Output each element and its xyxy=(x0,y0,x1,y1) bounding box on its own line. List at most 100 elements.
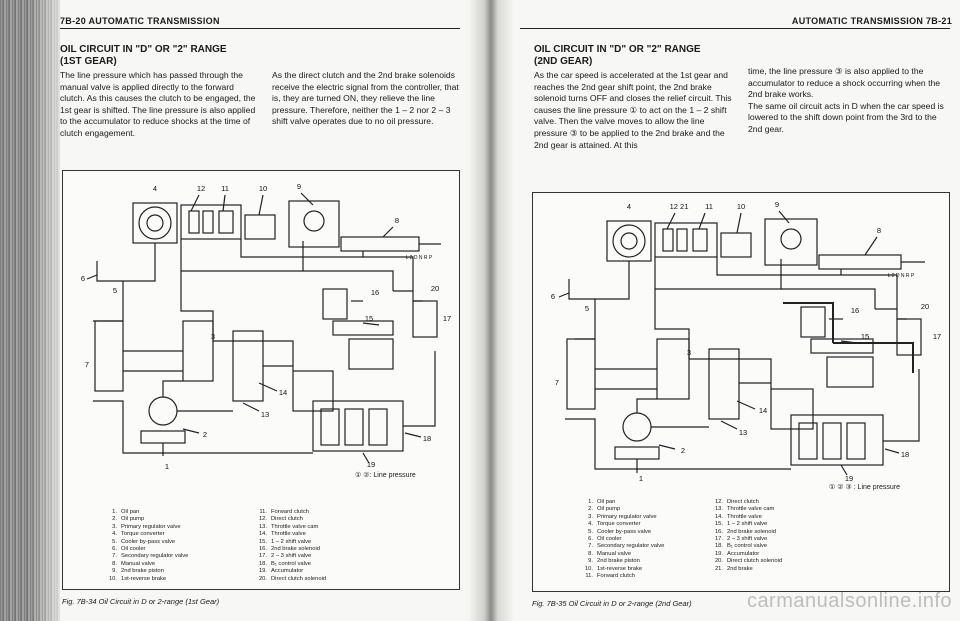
legend-item: 20.Direct clutch solenoid xyxy=(714,558,783,565)
hydraulic-diagram-figure: 4 12 21 11 10 9 8 6 5 1 16 20 15 17 3 7 … xyxy=(532,192,950,592)
legend-item: 15.1 – 2 shift valve xyxy=(258,538,312,545)
diagram-callouts: 4 12 10 9 11 8 6 5 1 16 20 15 17 3 7 14 xyxy=(81,182,451,471)
legend-item: 5.Cooler by-pass valve xyxy=(112,538,176,545)
svg-text:2: 2 xyxy=(681,446,685,455)
svg-text:16: 16 xyxy=(851,306,859,315)
legend-item: 8.Manual valve xyxy=(588,550,632,557)
legend-item: 9.2nd brake piston xyxy=(112,568,164,575)
legend-item: 18.B₁ control valve xyxy=(714,543,767,550)
legend-item: 11.Forward clutch xyxy=(585,573,636,580)
right-page: AUTOMATIC TRANSMISSION 7B-21 OIL CIRCUIT… xyxy=(512,0,952,621)
svg-text:12: 12 xyxy=(197,184,205,193)
legend-item: 12.Direct clutch xyxy=(258,516,303,523)
legend-item: 8.Manual valve xyxy=(112,560,156,567)
legend-item: 2.Oil pump xyxy=(588,506,621,513)
section-title: OIL CIRCUIT IN "D" OR "2" RANGE (1ST GEA… xyxy=(60,44,227,67)
svg-text:15: 15 xyxy=(861,332,869,341)
legend-item: 16.2nd brake solenoid xyxy=(714,528,776,535)
svg-text:15: 15 xyxy=(365,314,373,323)
oil-circuit-diagram: 4 12 21 11 10 9 8 6 5 1 16 20 15 17 3 7 … xyxy=(551,200,941,483)
legend-item: 3.Primary regulator valve xyxy=(112,523,181,530)
legend-item: 6.Oil cooler xyxy=(112,546,146,553)
svg-text:19: 19 xyxy=(367,460,375,469)
legend-item: 4.Torque converter xyxy=(588,521,641,528)
svg-text:6: 6 xyxy=(551,292,555,301)
svg-text:20: 20 xyxy=(921,302,929,311)
svg-text:5: 5 xyxy=(585,304,589,313)
left-page: 7B-20 AUTOMATIC TRANSMISSION OIL CIRCUIT… xyxy=(60,0,470,621)
diagram-callouts: 4 12 21 11 10 9 8 6 5 1 16 20 15 17 3 7 … xyxy=(551,200,941,483)
legend-item: 13.Throttle valve cam xyxy=(258,523,319,530)
paragraph-col1: As the car speed is accelerated at the 1… xyxy=(534,70,732,150)
svg-text:13: 13 xyxy=(739,428,747,437)
svg-text:5: 5 xyxy=(113,286,117,295)
figure-caption: Fig. 7B-35 Oil Circuit in D or 2-range (… xyxy=(532,599,692,608)
legend-item: 10.1st-reverse brake xyxy=(584,565,643,572)
legend-item: 6.Oil cooler xyxy=(588,536,622,543)
legend-item: 13.Throttle valve cam xyxy=(714,506,775,513)
svg-text:13: 13 xyxy=(261,410,269,419)
legend-item: 14.Throttle valve xyxy=(258,531,306,538)
legend-item: 1.Oil pan xyxy=(112,509,140,515)
svg-text:11: 11 xyxy=(705,202,713,211)
running-head: 7B-20 AUTOMATIC TRANSMISSION xyxy=(60,16,220,26)
svg-text:9: 9 xyxy=(297,182,301,191)
legend-item: 7.Secondary regulator valve xyxy=(112,553,189,560)
legend-item: 17.2 – 3 shift valve xyxy=(258,553,312,560)
header-rule xyxy=(520,28,950,29)
line-pressure-note: ① ② ③ : Line pressure xyxy=(829,484,900,491)
oil-circuit-diagram: 4 12 10 9 11 8 6 5 1 16 20 15 17 3 7 14 xyxy=(81,182,451,471)
legend-item: 12.Direct clutch xyxy=(714,499,759,505)
page-gutter xyxy=(468,0,514,621)
svg-text:L 2 D N R P: L 2 D N R P xyxy=(888,273,915,279)
svg-text:3: 3 xyxy=(687,348,691,357)
svg-text:4: 4 xyxy=(627,202,631,211)
svg-text:10: 10 xyxy=(737,202,745,211)
legend-item: 16.2nd brake solenoid xyxy=(258,546,320,553)
legend-item: 1.Oil pan xyxy=(588,499,616,505)
legend-item: 11.Forward clutch xyxy=(259,509,310,515)
legend-item: 17.2 – 3 shift valve xyxy=(714,536,768,543)
legend-item: 21.2nd brake xyxy=(714,565,753,572)
svg-text:6: 6 xyxy=(81,274,85,283)
svg-text:9: 9 xyxy=(775,200,779,209)
paragraph-col2: time, the line pressure ③ is also applie… xyxy=(748,66,944,134)
svg-text:17: 17 xyxy=(933,332,941,341)
svg-text:11: 11 xyxy=(221,184,229,193)
legend-item: 14.Throttle valve xyxy=(714,513,762,520)
svg-text:7: 7 xyxy=(85,360,89,369)
legend-item: 5.Cooler by-pass valve xyxy=(588,528,652,535)
svg-text:1: 1 xyxy=(639,474,643,483)
svg-text:1: 1 xyxy=(165,462,169,471)
paragraph-col2: As the direct clutch and the 2nd brake s… xyxy=(272,70,459,127)
svg-text:14: 14 xyxy=(759,406,767,415)
legend-item: 19.Accumulator xyxy=(258,568,304,575)
svg-text:19: 19 xyxy=(845,474,853,483)
svg-text:3: 3 xyxy=(211,332,215,341)
svg-text:7: 7 xyxy=(555,378,559,387)
legend-item: 20.Direct clutch solenoid xyxy=(258,575,327,582)
legend-item: 18.B₁ control valve xyxy=(258,560,311,567)
legend-item: 15.1 – 2 shift valve xyxy=(714,521,768,528)
svg-text:17: 17 xyxy=(443,314,451,323)
legend-item: 9.2nd brake piston xyxy=(588,558,640,565)
figure-caption: Fig. 7B-34 Oil Circuit in D or 2-range (… xyxy=(62,597,220,606)
svg-text:8: 8 xyxy=(877,226,881,235)
header-rule xyxy=(60,28,460,29)
legend-item: 7.Secondary regulator valve xyxy=(588,543,665,550)
legend-item: 2.Oil pump xyxy=(112,516,145,523)
line-pressure-note: ① ②: Line pressure xyxy=(355,472,416,479)
svg-text:10: 10 xyxy=(259,184,267,193)
svg-text:18: 18 xyxy=(423,434,431,443)
hydraulic-diagram-figure: 4 12 10 9 11 8 6 5 1 16 20 15 17 3 7 14 xyxy=(62,170,460,590)
svg-text:16: 16 xyxy=(371,288,379,297)
legend-item: 19.Accumulator xyxy=(714,550,760,557)
running-head: AUTOMATIC TRANSMISSION 7B-21 xyxy=(791,16,952,26)
